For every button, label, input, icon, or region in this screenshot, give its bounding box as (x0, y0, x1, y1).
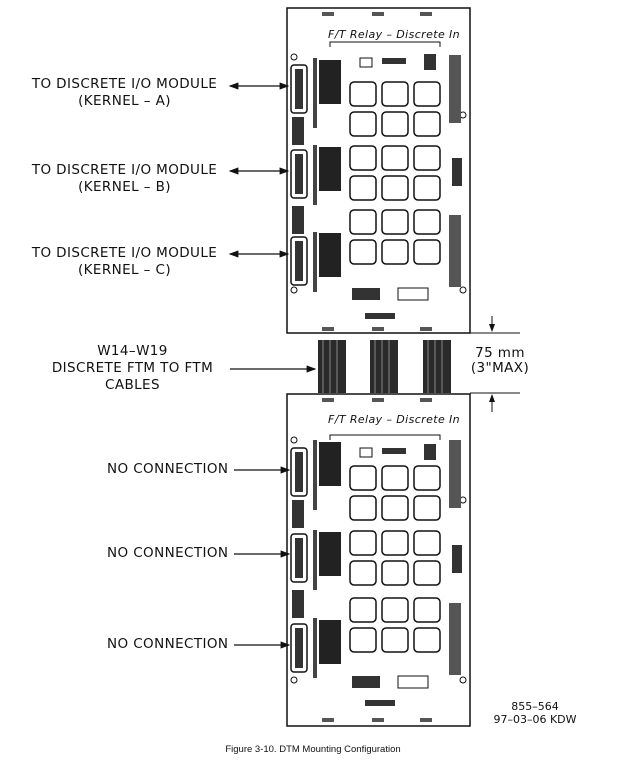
cables-label: W14–W19 DISCRETE FTM TO FTM CABLES (40, 343, 225, 394)
kernel-c-label: TO DISCRETE I/O MODULE (KERNEL – C) (22, 245, 227, 279)
cables-line1: W14–W19 (97, 343, 168, 359)
no-connection-label-1: NO CONNECTION (107, 461, 229, 477)
no-connection-label-3: NO CONNECTION (107, 636, 229, 652)
dimension-line1: 75 mm (475, 345, 525, 361)
leader-arrows (228, 82, 317, 649)
cables-line3: CABLES (105, 377, 160, 393)
drawing-date-initials: 97–03–06 KDW (493, 713, 577, 726)
drawing-number: 855–564 97–03–06 KDW (470, 700, 600, 726)
ftm-cables (318, 340, 451, 393)
dimension-label: 75 mm (3"MAX) (466, 346, 534, 376)
kernel-a-line1: TO DISCRETE I/O MODULE (31, 76, 218, 92)
cables-line2: DISCRETE FTM TO FTM (51, 360, 214, 376)
kernel-a-label: TO DISCRETE I/O MODULE (KERNEL – A) (22, 76, 227, 110)
bottom-relay-module (286, 393, 471, 727)
top-relay-module (286, 7, 471, 334)
kernel-b-line2: (KERNEL – B) (78, 179, 171, 195)
cable-length-dimension (470, 316, 520, 412)
no-connection-label-2: NO CONNECTION (107, 545, 229, 561)
kernel-b-label: TO DISCRETE I/O MODULE (KERNEL – B) (22, 162, 227, 196)
figure-caption: Figure 3-10. DTM Mounting Configuration (225, 744, 401, 755)
bottom-module-title: F/T Relay – Discrete In (328, 413, 461, 426)
kernel-c-line2: (KERNEL – C) (77, 262, 171, 278)
dimension-line2: (3"MAX) (470, 360, 530, 376)
drawing-number-id: 855–564 (511, 700, 559, 713)
kernel-b-line1: TO DISCRETE I/O MODULE (31, 162, 218, 178)
kernel-c-line1: TO DISCRETE I/O MODULE (31, 245, 218, 261)
top-module-title: F/T Relay – Discrete In (328, 28, 461, 41)
kernel-a-line2: (KERNEL – A) (78, 93, 171, 109)
